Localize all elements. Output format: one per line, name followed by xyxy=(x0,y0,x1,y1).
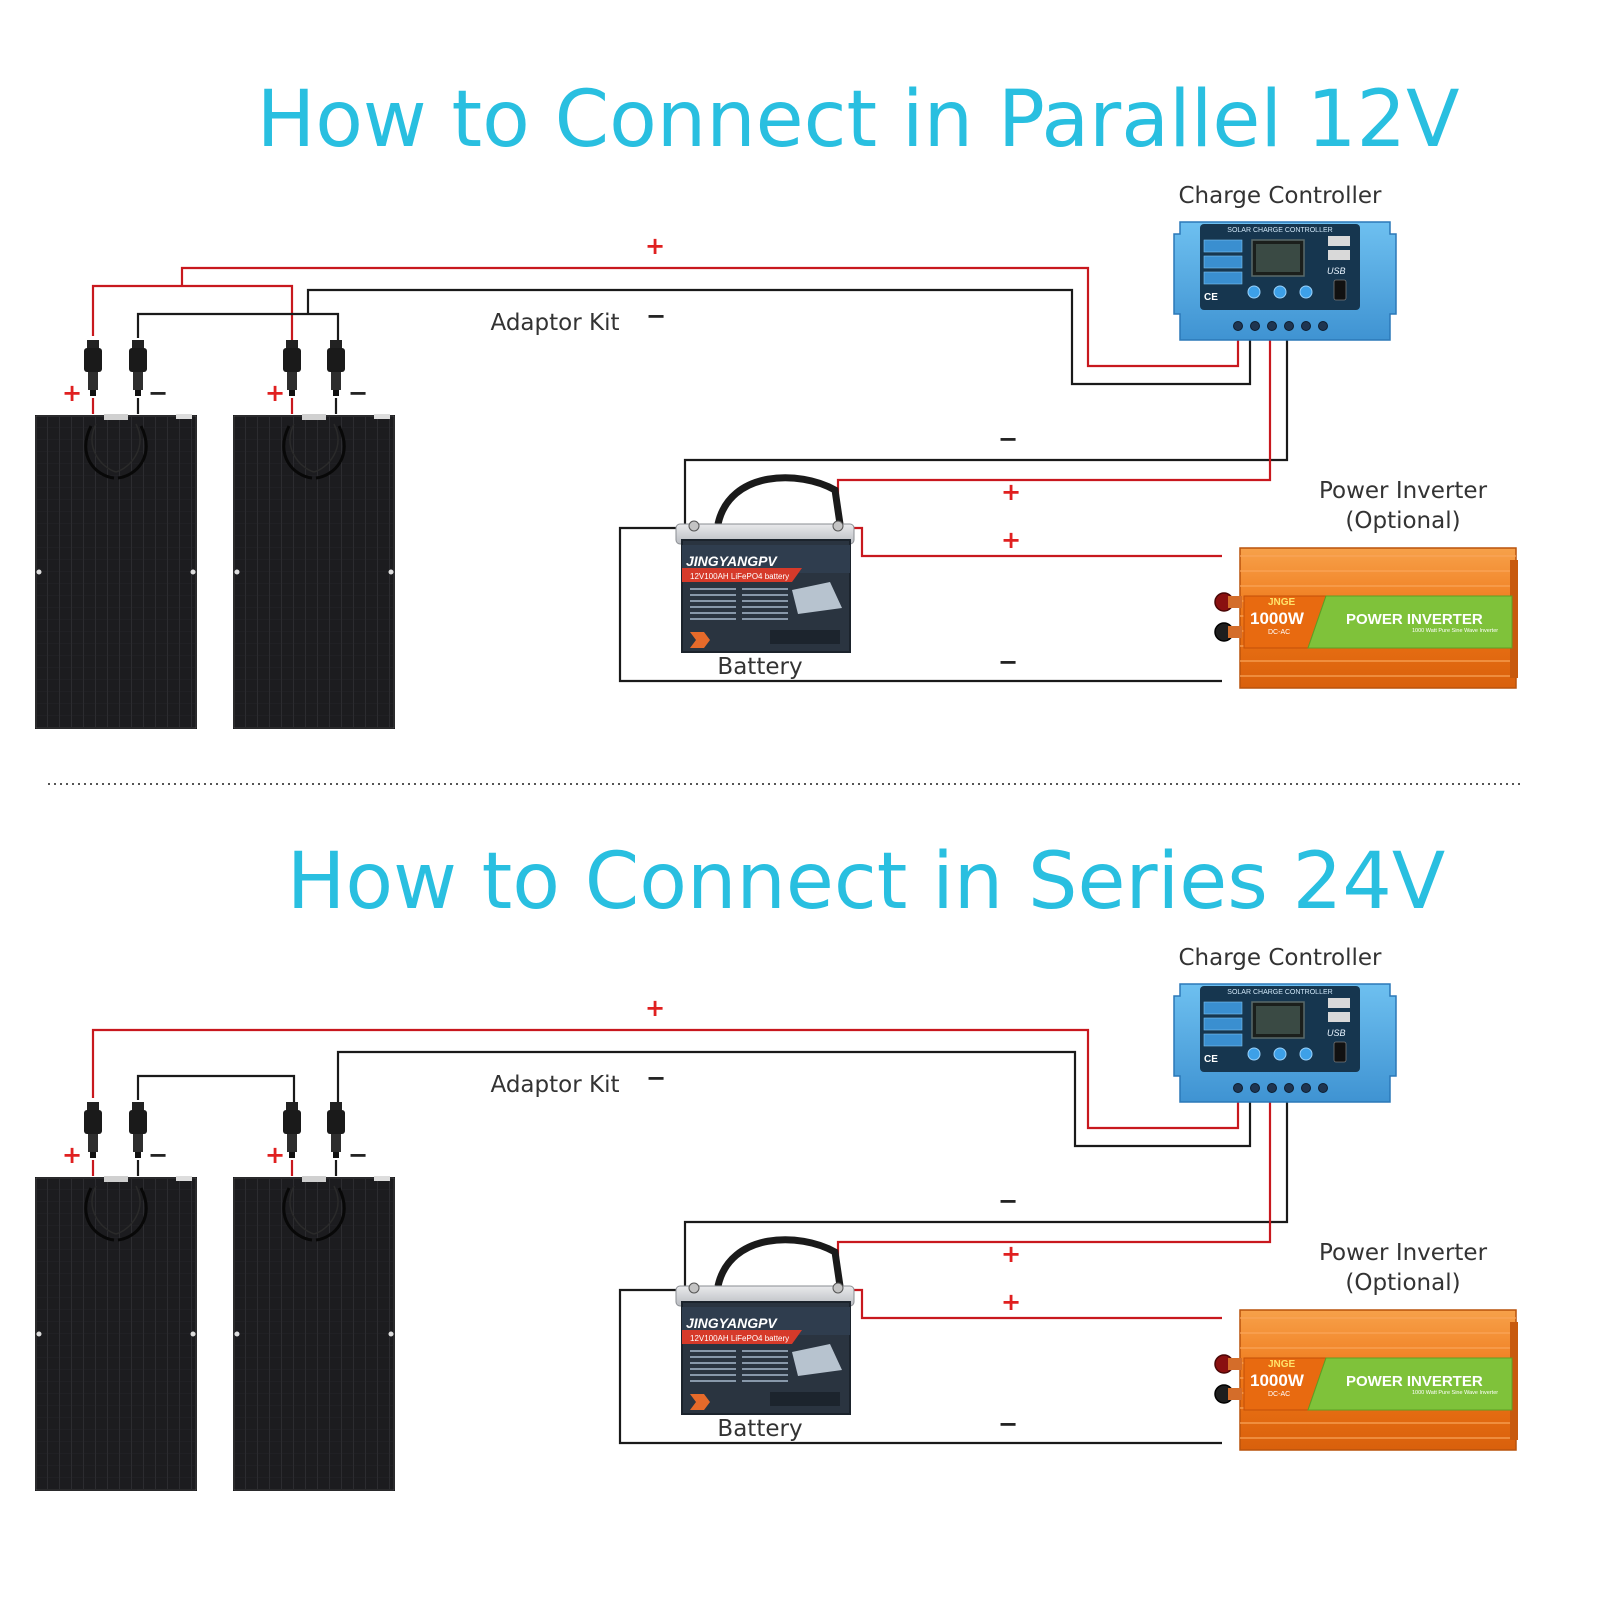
wire-plus-sign: + xyxy=(1001,526,1021,554)
mc4-connector-icon xyxy=(84,1102,102,1158)
panel-minus-sign: − xyxy=(348,1141,368,1169)
inverter-name: POWER INVERTER xyxy=(1346,1373,1483,1390)
battery-icon: JINGYANGPV 12V100AH LiFePO4 battery xyxy=(675,474,855,653)
mc4-connector-icon xyxy=(84,340,102,396)
section-title: How to Connect in Parallel 12V xyxy=(257,75,1460,165)
panel-plus-sign: + xyxy=(265,379,285,407)
inverter-power: 1000W xyxy=(1250,609,1305,628)
usb-label: USB xyxy=(1327,266,1346,276)
optional-label: (Optional) xyxy=(1345,508,1460,534)
controller-header: SOLAR CHARGE CONTROLLER xyxy=(1227,989,1332,996)
battery-brand: JINGYANGPV xyxy=(686,1315,778,1331)
inverter-power: 1000W xyxy=(1250,1371,1305,1390)
inverter-brand: JNGE xyxy=(1268,597,1296,608)
positive-wire xyxy=(180,266,1240,368)
mc4-connector-icon xyxy=(327,340,345,396)
controller-header: SOLAR CHARGE CONTROLLER xyxy=(1227,227,1332,234)
charge-controller-icon: SOLAR CHARGE CONTROLLER USB CE xyxy=(1173,983,1397,1103)
series-section: How to Connect in Series 24V Charge Contr… xyxy=(34,837,1518,1492)
wire-plus-sign: + xyxy=(1001,478,1021,506)
panel-minus-sign: − xyxy=(148,379,168,407)
panel-plus-sign: + xyxy=(62,1141,82,1169)
negative-wire xyxy=(336,1050,1252,1148)
usb-label: USB xyxy=(1327,1028,1346,1038)
negative-wire xyxy=(136,1074,296,1102)
solar-panel-icon xyxy=(34,412,198,730)
wire-plus-sign: + xyxy=(645,232,665,260)
adaptor-kit-label: Adaptor Kit xyxy=(491,310,620,336)
mc4-connector-icon xyxy=(283,340,301,396)
inverter-name: POWER INVERTER xyxy=(1346,611,1483,628)
solar-panel-icon xyxy=(232,412,396,730)
power-inverter-label: Power Inverter xyxy=(1319,478,1488,504)
charge-controller-icon: SOLAR CHARGE CONTROLLER USB CE xyxy=(1173,221,1397,341)
positive-wire xyxy=(91,1028,1240,1130)
inverter-desc: 1000 Watt Pure Sine Wave Inverter xyxy=(1412,1390,1498,1396)
mc4-connector-icon xyxy=(129,340,147,396)
negative-wire xyxy=(618,1288,1222,1445)
wire-minus-sign: − xyxy=(646,302,666,330)
charge-controller-label: Charge Controller xyxy=(1179,183,1383,209)
inverter-sub: DC-AC xyxy=(1268,1391,1290,1398)
panel-plus-sign: + xyxy=(62,379,82,407)
battery-icon: JINGYANGPV 12V100AH LiFePO4 battery xyxy=(675,1236,855,1415)
positive-wire xyxy=(836,340,1272,528)
positive-wire xyxy=(842,526,1222,558)
panel-plus-sign: + xyxy=(265,1141,285,1169)
inverter-sub: DC-AC xyxy=(1268,629,1290,636)
battery-brand: JINGYANGPV xyxy=(686,553,778,569)
wire-plus-sign: + xyxy=(1001,1240,1021,1268)
positive-wire xyxy=(836,1102,1272,1290)
battery-model: 12V100AH LiFePO4 battery xyxy=(690,1334,789,1343)
power-inverter-label: Power Inverter xyxy=(1319,1240,1488,1266)
charge-controller-label: Charge Controller xyxy=(1179,945,1383,971)
parallel-section: How to Connect in Parallel 12V Charge Con… xyxy=(34,75,1518,730)
negative-wire xyxy=(618,526,1222,683)
panel-minus-sign: − xyxy=(348,379,368,407)
wire-plus-sign: + xyxy=(1001,1288,1021,1316)
solar-panel-icon xyxy=(34,1174,198,1492)
wire-minus-sign: − xyxy=(998,648,1018,676)
solar-panel-icon xyxy=(232,1174,396,1492)
wire-minus-sign: − xyxy=(998,1410,1018,1438)
section-title: How to Connect in Series 24V xyxy=(287,837,1446,927)
battery-model: 12V100AH LiFePO4 battery xyxy=(690,572,789,581)
inverter-brand: JNGE xyxy=(1268,1359,1296,1370)
wire-minus-sign: − xyxy=(998,425,1018,453)
optional-label: (Optional) xyxy=(1345,1270,1460,1296)
positive-wire xyxy=(842,1288,1222,1320)
negative-wire xyxy=(683,340,1289,528)
negative-wire xyxy=(136,312,340,340)
wire-minus-sign: − xyxy=(646,1064,666,1092)
inverter-desc: 1000 Watt Pure Sine Wave Inverter xyxy=(1412,628,1498,634)
mc4-connector-icon xyxy=(327,1102,345,1158)
panel-minus-sign: − xyxy=(148,1141,168,1169)
ce-mark: CE xyxy=(1204,1054,1218,1065)
wire-plus-sign: + xyxy=(645,994,665,1022)
battery-label: Battery xyxy=(717,1416,802,1442)
mc4-connector-icon xyxy=(129,1102,147,1158)
ce-mark: CE xyxy=(1204,292,1218,303)
negative-wire xyxy=(306,288,1252,386)
negative-wire xyxy=(683,1102,1289,1290)
wire-minus-sign: − xyxy=(998,1187,1018,1215)
battery-label: Battery xyxy=(717,654,802,680)
mc4-connector-icon xyxy=(283,1102,301,1158)
adaptor-kit-label: Adaptor Kit xyxy=(491,1072,620,1098)
